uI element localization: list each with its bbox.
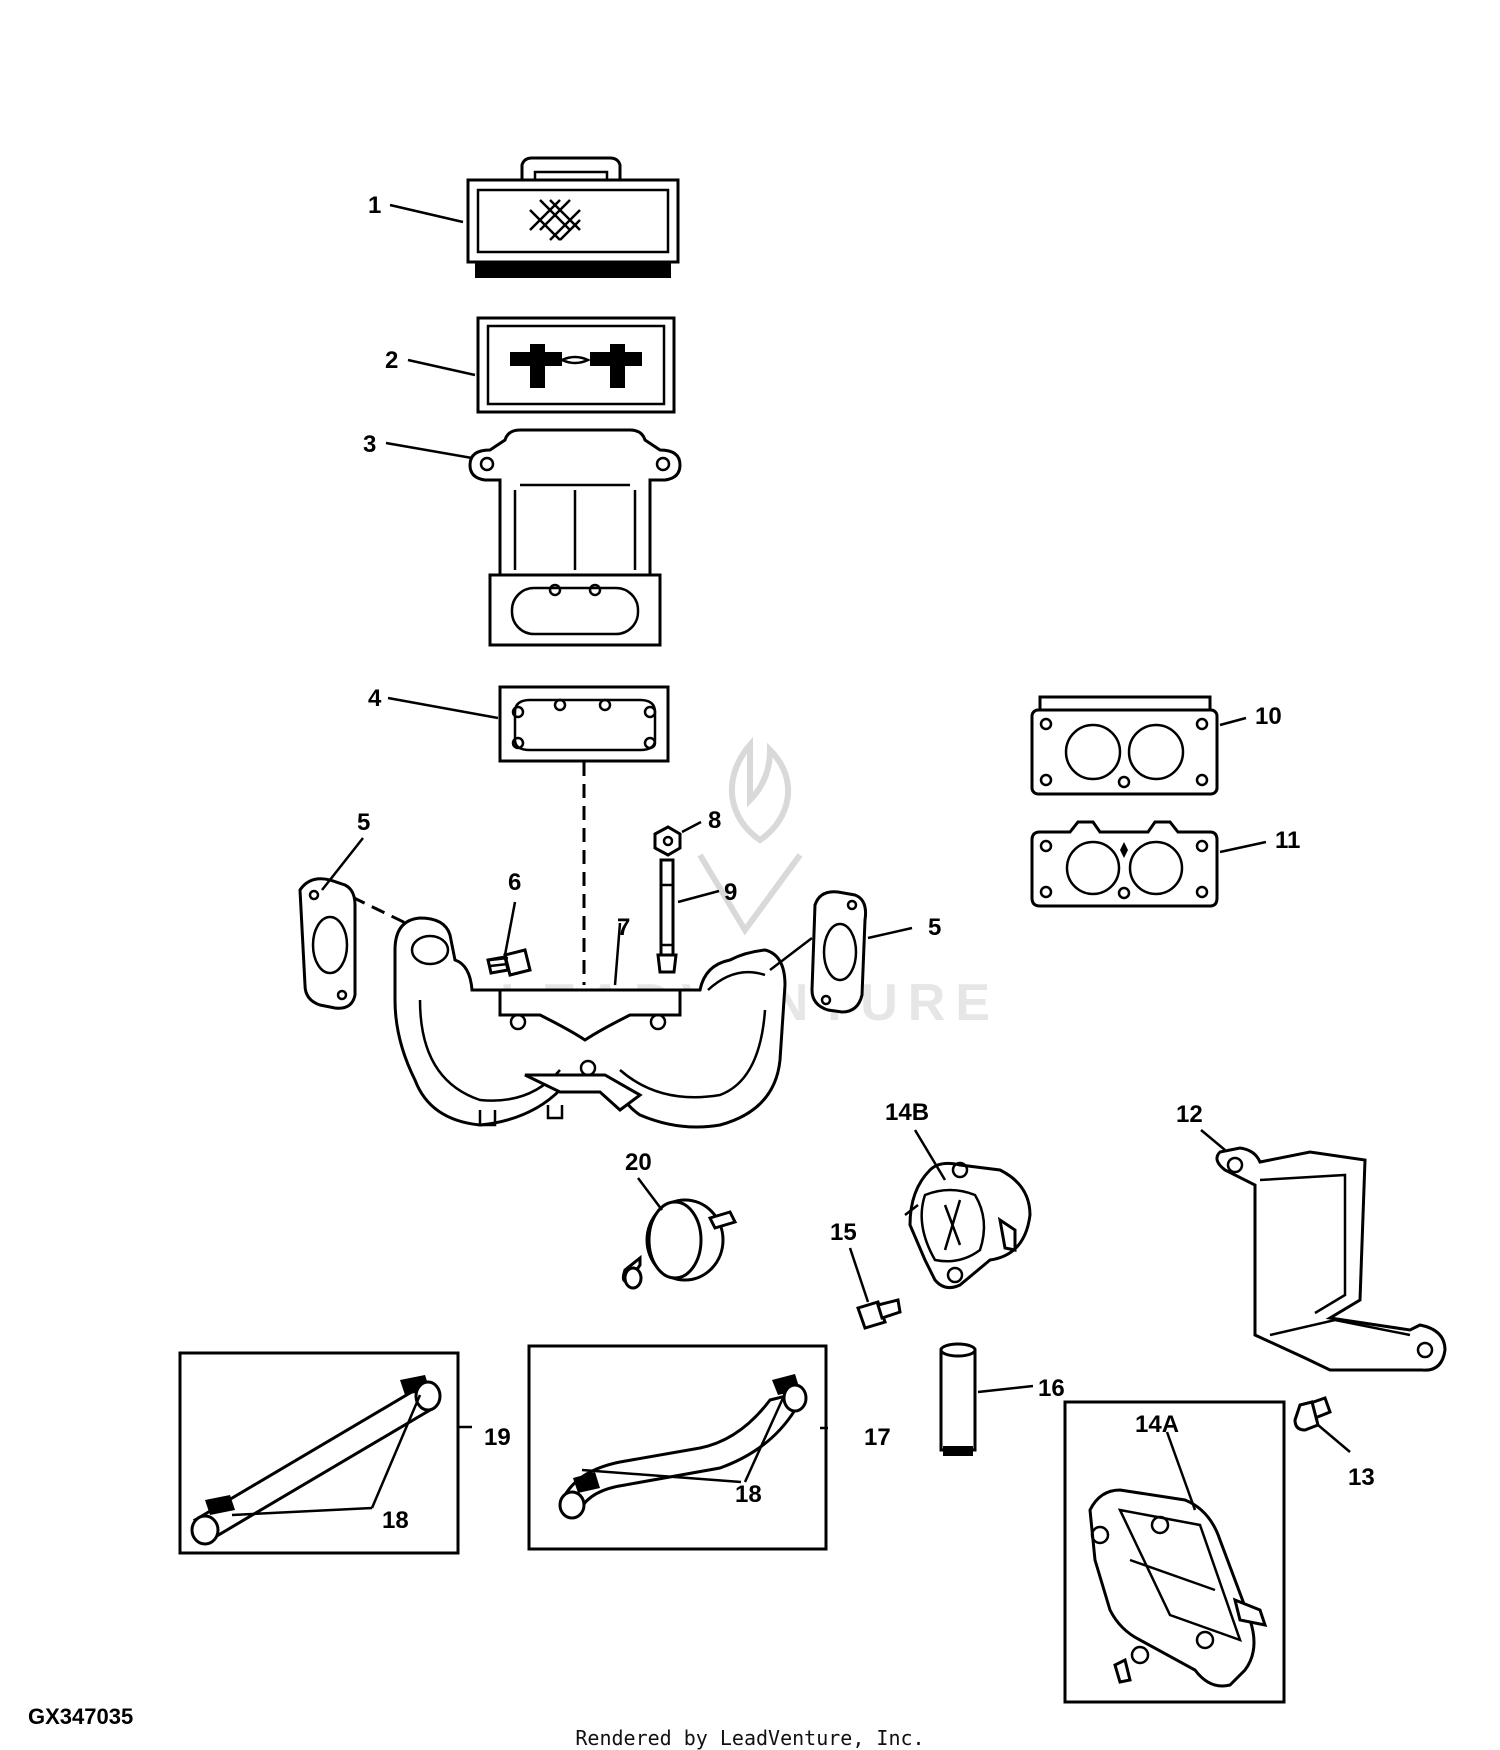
- part-7-intake-manifold: [393, 916, 787, 1129]
- callout-18-left: 18: [382, 1507, 409, 1534]
- part-10-gasket: [1030, 695, 1219, 796]
- part-8-nut: [653, 825, 682, 857]
- callout-4: 4: [368, 685, 382, 712]
- kit-14a-box: [1063, 1400, 1286, 1704]
- centerline-left: [351, 895, 421, 932]
- part-16-tube: [939, 1342, 977, 1456]
- leader-lines: [231, 203, 1351, 1517]
- part-15-screw: [856, 1298, 902, 1330]
- callout-10: 10: [1255, 703, 1282, 730]
- callout-11: 11: [1275, 827, 1300, 854]
- callout-7: 7: [617, 914, 630, 941]
- callout-14a: 14A: [1135, 1411, 1179, 1438]
- callout-12: 12: [1176, 1101, 1203, 1128]
- callout-20: 20: [625, 1149, 652, 1176]
- part-12-bracket: [1215, 1146, 1447, 1372]
- part-14b-fuel-pump: [904, 1161, 1032, 1290]
- part-1-air-filter-cover: [466, 156, 680, 278]
- part-2-filter-element: [476, 316, 676, 414]
- callout-5-left: 5: [357, 809, 370, 836]
- part-9-stud: [656, 858, 678, 974]
- callout-18-right: 18: [735, 1481, 762, 1508]
- callout-14b: 14B: [885, 1099, 929, 1126]
- callout-8: 8: [708, 807, 721, 834]
- part-20-check-valve: [621, 1198, 738, 1290]
- callout-19: 19: [484, 1424, 511, 1451]
- part-11-gasket: [1030, 820, 1219, 908]
- part-6-bolt: [486, 948, 532, 977]
- callout-1: 1: [368, 192, 381, 219]
- kit-19-box: [178, 1351, 460, 1555]
- callout-3: 3: [363, 431, 376, 458]
- render-credit: Rendered by LeadVenture, Inc.: [575, 1726, 925, 1750]
- callout-13: 13: [1348, 1464, 1375, 1491]
- callout-17: 17: [864, 1424, 891, 1451]
- callouts: 1 2 3 4 5 6 7 8 9 5 10 11 12 14B 20 15 1…: [357, 192, 1375, 1534]
- part-5-right-gasket: [810, 890, 867, 1014]
- kit-17-box: [527, 1344, 828, 1551]
- callout-2: 2: [385, 347, 398, 374]
- part-5-left-gasket: [298, 877, 357, 1010]
- part-13-bolt: [1293, 1396, 1332, 1432]
- part-3-air-cleaner-base: [468, 428, 682, 647]
- callout-16: 16: [1038, 1375, 1065, 1402]
- callout-9: 9: [724, 879, 737, 906]
- callout-5-right: 5: [928, 914, 941, 941]
- figure-id: GX347035: [28, 1704, 134, 1729]
- callout-6: 6: [508, 869, 521, 896]
- callout-15: 15: [830, 1219, 857, 1246]
- part-4-gasket: [498, 685, 670, 763]
